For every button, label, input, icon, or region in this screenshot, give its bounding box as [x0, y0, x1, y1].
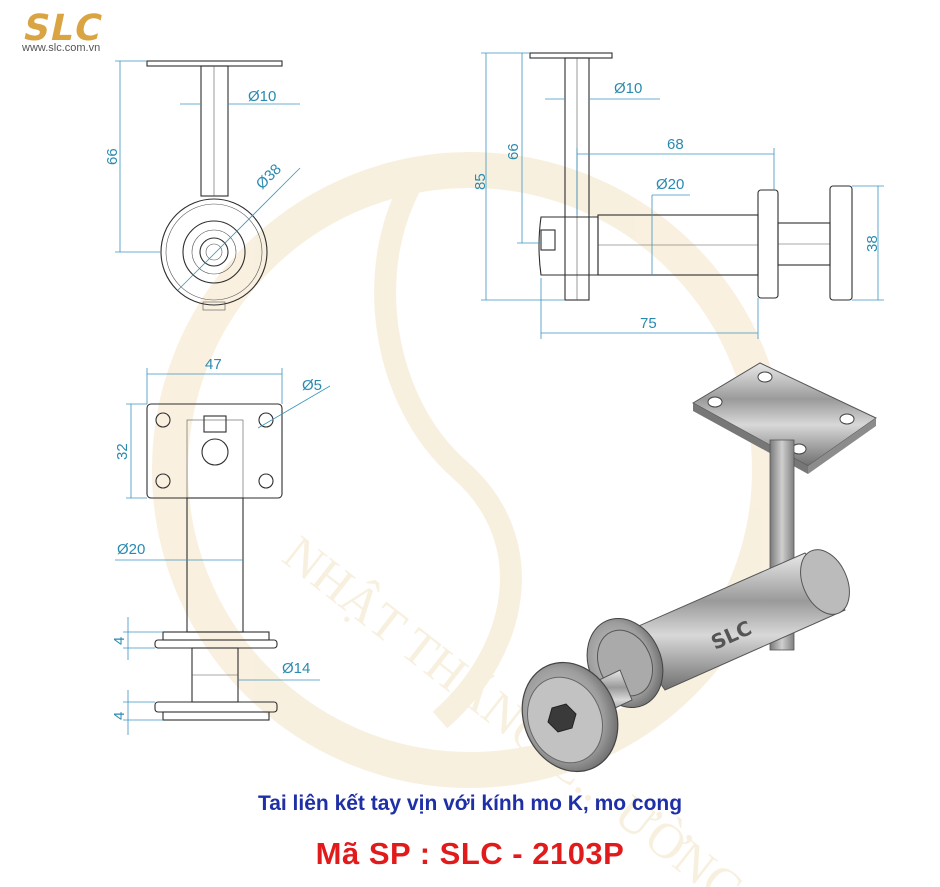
dim-reach-top: 68 — [667, 136, 684, 153]
slc-logo: SLC www.slc.com.vn — [20, 8, 130, 54]
dim-bolt-diameter: Ø14 — [282, 660, 310, 677]
dim-tube-diameter: Ø20 — [656, 176, 684, 193]
product-render: SLC — [521, 362, 877, 773]
dim-height-total: 85 — [472, 173, 489, 190]
dim-rod-diameter: Ø10 — [248, 88, 276, 105]
top-right-view: 85 66 Ø10 68 Ø20 38 75 — [472, 52, 884, 339]
dim-reach-bottom: 75 — [640, 315, 657, 332]
dim-tube-diameter-bottom: Ø20 — [117, 541, 145, 558]
website-text: www.slc.com.vn — [22, 42, 101, 54]
product-title: Tai liên kết tay vịn với kính mo K, mo c… — [257, 792, 683, 815]
top-left-view: 66 Ø10 Ø38 — [104, 60, 301, 311]
dim-washer-top: 4 — [111, 637, 128, 645]
product-code: Mã SP : SLC - 2103P — [315, 836, 625, 871]
dim-disc-height: 38 — [864, 235, 881, 252]
dim-plate-width: 47 — [205, 356, 222, 373]
dim-washer-bottom: 4 — [111, 712, 128, 720]
bottom-left-view: 47 Ø5 32 Ø20 4 Ø14 4 — [111, 356, 331, 735]
dim-hole-diameter: Ø5 — [302, 377, 322, 394]
dim-plate-height: 32 — [114, 443, 131, 460]
dim-rod-diameter-right: Ø10 — [614, 80, 642, 97]
dim-height-inner: 66 — [505, 143, 522, 160]
dim-height: 66 — [104, 148, 121, 165]
